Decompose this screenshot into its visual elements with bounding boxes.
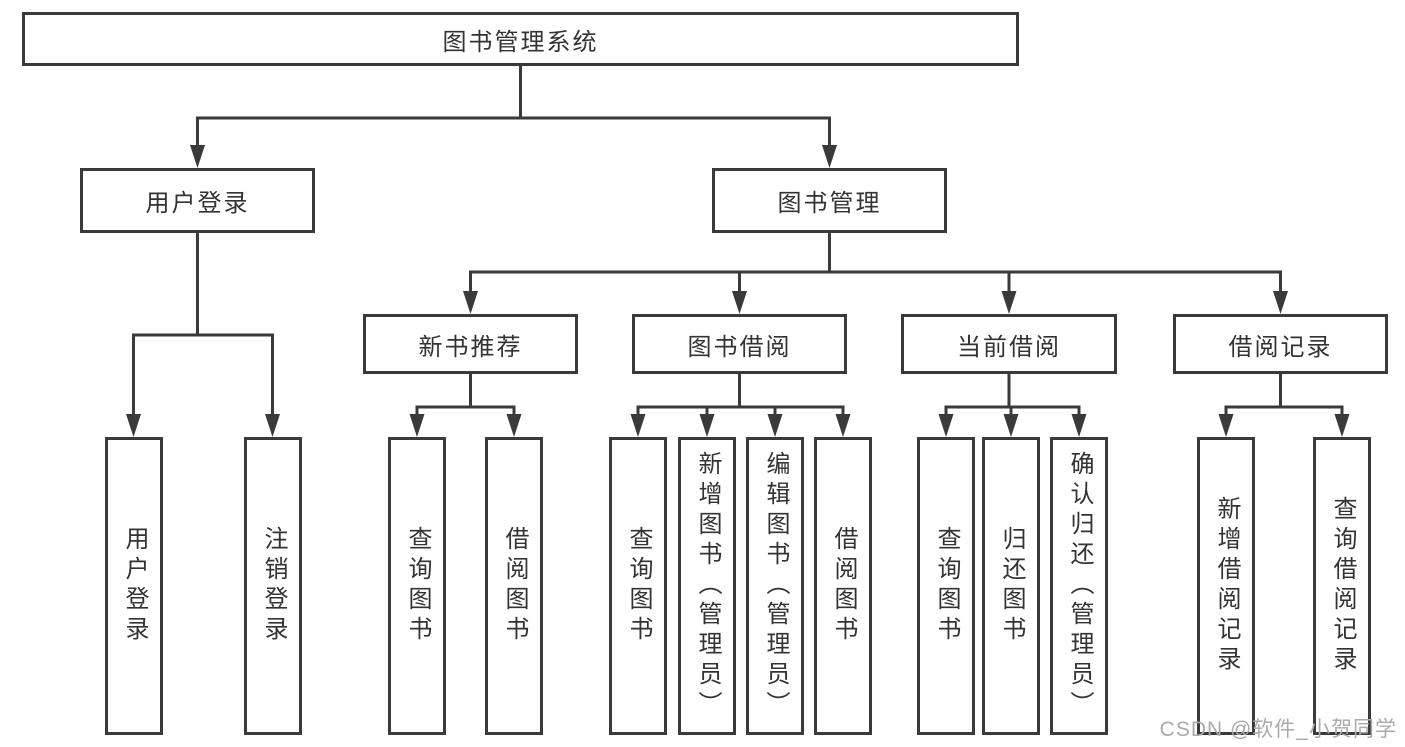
csdn-watermark: CSDN @软件_小贺同学 <box>1159 718 1397 741</box>
node-label: 借阅图书 <box>830 526 857 646</box>
node-label: 查询图书 <box>933 526 960 646</box>
node-label: 注销登录 <box>260 526 287 646</box>
leaf-current-query-books: 查询图书 <box>917 437 975 735</box>
node-book-management: 图书管理 <box>712 168 947 233</box>
node-label: 新书推荐 <box>418 333 523 361</box>
node-book-borrowing: 图书借阅 <box>632 314 847 374</box>
node-label: 归还图书 <box>998 526 1025 646</box>
node-label: 用户登录 <box>145 190 250 217</box>
leaf-borrowing-query-books: 查询图书 <box>609 437 667 735</box>
node-borrow-records: 借阅记录 <box>1173 314 1388 374</box>
node-label: 图书管理系统 <box>442 28 599 56</box>
leaf-user-login: 用户登录 <box>105 437 163 735</box>
node-label: 图书借阅 <box>687 333 792 361</box>
node-label: 新增图书（管理员） <box>694 451 721 721</box>
node-library-management-system: 图书管理系统 <box>22 12 1019 66</box>
leaf-current-confirm-return-admin: 确认归还（管理员） <box>1050 437 1108 735</box>
leaf-recommend-borrow-books: 借阅图书 <box>485 437 543 735</box>
leaf-borrowing-borrow-books: 借阅图书 <box>814 437 872 735</box>
node-label: 借阅记录 <box>1228 333 1333 361</box>
node-label: 查询图书 <box>625 526 652 646</box>
leaf-records-query-borrow-record: 查询借阅记录 <box>1313 437 1371 735</box>
node-label: 查询图书 <box>404 526 431 646</box>
node-current-borrowing: 当前借阅 <box>901 314 1117 374</box>
node-label: 编辑图书（管理员） <box>762 451 789 721</box>
node-label: 确认归还（管理员） <box>1066 451 1093 721</box>
leaf-logout: 注销登录 <box>244 437 302 735</box>
node-new-book-recommendation: 新书推荐 <box>363 314 578 374</box>
node-label: 用户登录 <box>121 526 148 646</box>
node-label: 图书管理 <box>777 190 882 217</box>
node-label: 新增借阅记录 <box>1213 496 1240 676</box>
node-label: 查询借阅记录 <box>1329 496 1356 676</box>
node-label: 借阅图书 <box>501 526 528 646</box>
leaf-borrowing-add-books-admin: 新增图书（管理员） <box>678 437 736 735</box>
leaf-records-add-borrow-record: 新增借阅记录 <box>1197 437 1255 735</box>
leaf-current-return-books: 归还图书 <box>982 437 1040 735</box>
node-label: 当前借阅 <box>957 333 1061 361</box>
leaf-recommend-query-books: 查询图书 <box>388 437 446 735</box>
node-user-login: 用户登录 <box>80 168 315 233</box>
leaf-borrowing-edit-books-admin: 编辑图书（管理员） <box>746 437 804 735</box>
